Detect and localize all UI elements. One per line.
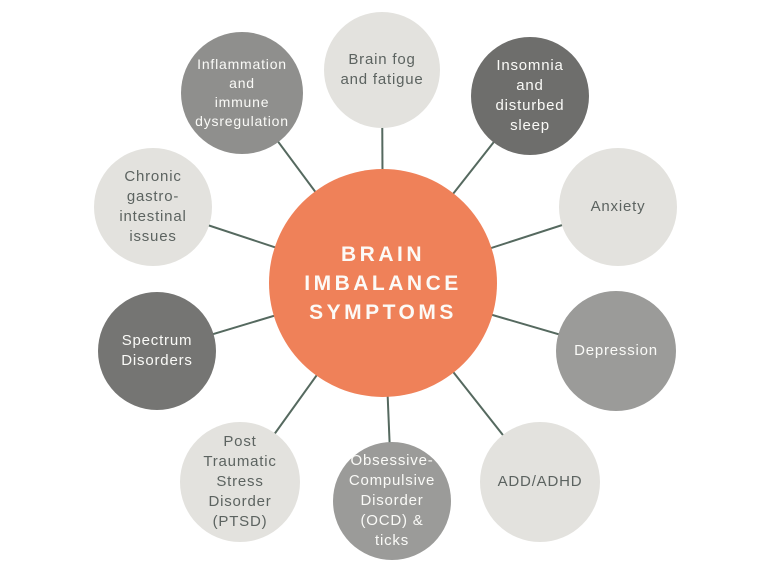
node-chronic-gi: Chronic gastro- intestinal issues bbox=[94, 148, 212, 266]
node-ocd-label: Obsessive- Compulsive Disorder (OCD) & t… bbox=[348, 452, 436, 549]
node-spectrum: Spectrum Disorders bbox=[98, 292, 216, 410]
node-insomnia-label: Insomnia and disturbed sleep bbox=[495, 57, 565, 134]
node-inflammation-label: Inflammation and immune dysregulation bbox=[195, 56, 289, 129]
node-inflammation: Inflammation and immune dysregulation bbox=[181, 32, 303, 154]
node-brain-fog: Brain fog and fatigue bbox=[324, 12, 440, 128]
node-ptsd: Post Traumatic Stress Disorder (PTSD) bbox=[180, 422, 300, 542]
center-node-label: BRAIN IMBALANCE SYMPTOMS bbox=[304, 242, 462, 324]
node-insomnia: Insomnia and disturbed sleep bbox=[471, 37, 589, 155]
node-spectrum-label: Spectrum Disorders bbox=[121, 332, 193, 369]
node-add-adhd-label: ADD/ADHD bbox=[497, 473, 583, 490]
node-chronic-gi-label: Chronic gastro- intestinal issues bbox=[119, 168, 187, 245]
node-depression-label: Depression bbox=[574, 342, 658, 359]
node-ptsd-label: Post Traumatic Stress Disorder (PTSD) bbox=[203, 433, 277, 530]
node-anxiety: Anxiety bbox=[559, 148, 677, 266]
node-add-adhd: ADD/ADHD bbox=[480, 422, 600, 542]
node-ocd: Obsessive- Compulsive Disorder (OCD) & t… bbox=[333, 442, 451, 560]
node-anxiety-label: Anxiety bbox=[590, 198, 646, 215]
center-node: BRAIN IMBALANCE SYMPTOMS bbox=[269, 169, 497, 397]
node-depression: Depression bbox=[556, 291, 676, 411]
node-brain-fog-label: Brain fog and fatigue bbox=[340, 51, 424, 88]
